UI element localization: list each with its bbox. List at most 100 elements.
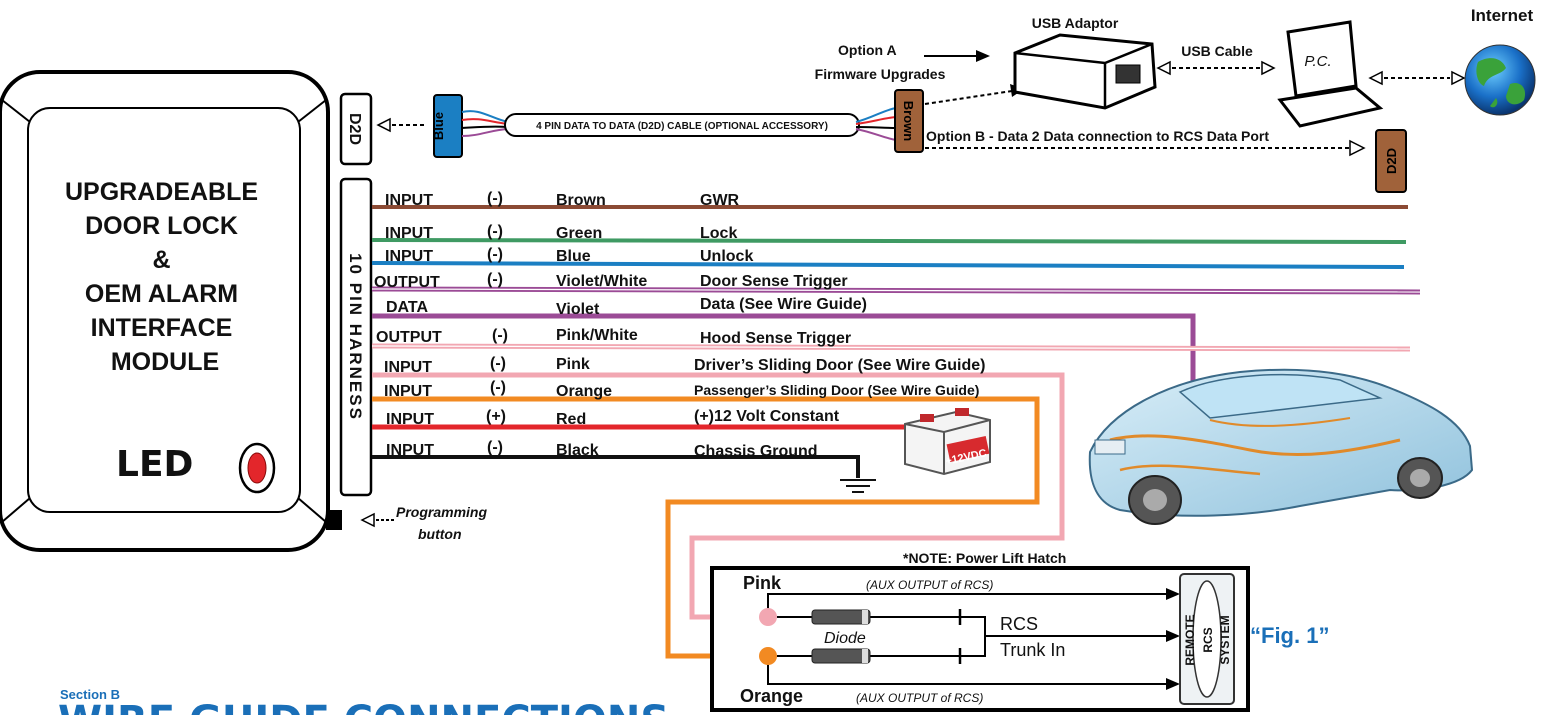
pink-junction — [759, 608, 777, 626]
wire-orange — [372, 396, 1040, 659]
wire-row-3-polarity: (-) — [487, 246, 503, 263]
programming-label-2: button — [418, 526, 462, 542]
rcs-rcs-word: RCS — [1201, 627, 1215, 652]
wire-row-8-color: Orange — [556, 383, 612, 400]
svg-text:Programming button: Programming button — [396, 504, 491, 542]
section-label: Section B — [60, 687, 120, 702]
wire-row-7-function: Driver’s Sliding Door (See Wire Guide) — [694, 357, 985, 374]
internet-label: Internet — [1471, 6, 1534, 25]
wire-row-4-polarity: (-) — [487, 271, 503, 288]
rcs-trunk-in-label: RCS Trunk In — [1000, 614, 1065, 660]
diode-label: Diode — [824, 630, 866, 647]
fig-label: “Fig. 1” — [1250, 623, 1329, 648]
pc-laptop-icon: P.C. — [1277, 20, 1384, 128]
wire-violet-white — [371, 286, 1421, 295]
power-lift-hatch-note: *NOTE: Power Lift Hatch Pink Orange (AUX… — [710, 550, 1329, 712]
note-orange-label: Orange — [740, 686, 803, 706]
rcs-d2d-port — [1375, 129, 1407, 193]
wire-green — [371, 238, 1407, 244]
wire-violet — [372, 313, 1196, 390]
wire-black — [372, 455, 860, 478]
harness-connector: 10 PIN HARNESS — [339, 177, 373, 497]
module-title: UPGRADEABLE DOOR LOCK & OEM ALARM INTERF… — [65, 178, 265, 376]
wire-row-9-color: Red — [556, 411, 586, 428]
wire-runs — [371, 205, 1421, 659]
wire-row-7-type: INPUT — [384, 359, 432, 376]
rcs-d2d-label: D2D — [1384, 148, 1399, 174]
cable-right-connector — [894, 89, 924, 153]
usb-adaptor-label: USB Adaptor — [1032, 15, 1119, 31]
wire-row-6-type: OUTPUT — [376, 329, 442, 346]
wire-row-9-polarity: (+) — [486, 408, 506, 425]
wire-row-4-color: Violet/White — [556, 273, 647, 290]
wire-row-6-color: Pink/White — [556, 327, 638, 344]
rcs-system-word: SYSTEM — [1218, 615, 1232, 664]
globe-icon — [1464, 44, 1536, 116]
section-title: WIRE GUIDE CONNECTIONS — [58, 698, 669, 715]
programming-button-callout: Programming button — [360, 504, 491, 542]
wire-row-10-type: INPUT — [386, 442, 434, 459]
wire-pink-white — [371, 343, 1411, 352]
wire-row-3-type: INPUT — [385, 248, 433, 265]
cable-left-connector — [433, 94, 463, 158]
wire-row-5-type: DATA — [386, 299, 429, 316]
wire-row-2-color: Green — [556, 225, 602, 242]
wire-pink — [372, 372, 1065, 620]
wire-row-8-polarity: (-) — [490, 379, 506, 396]
harness-label: 10 PIN HARNESS — [346, 253, 365, 421]
wire-row-9-type: INPUT — [386, 411, 434, 428]
ground-icon — [840, 479, 876, 493]
note-aux-top: (AUX OUTPUT of RCS) — [866, 578, 993, 592]
d2d-cable: Blue 4 PIN DATA TO DATA (D2D) CABLE (OPT… — [376, 89, 924, 158]
wire-row-5-color: Violet — [556, 301, 600, 318]
led-label: LED — [116, 444, 193, 485]
wire-row-3-function: Unlock — [700, 248, 753, 265]
usb-adaptor-icon — [1013, 33, 1157, 110]
wire-row-2-type: INPUT — [385, 225, 433, 242]
wire-row-6-function: Hood Sense Trigger — [700, 330, 851, 347]
wire-row-10-color: Black — [556, 442, 599, 459]
rcs-remote-word: REMOTE — [1183, 614, 1197, 665]
option-b-label: Option B - Data 2 Data connection to RCS… — [926, 128, 1269, 144]
wire-row-7-polarity: (-) — [490, 355, 506, 372]
wire-row-1-polarity: (-) — [487, 190, 503, 207]
wire-row-8-type: INPUT — [384, 383, 432, 400]
wire-row-9-function: (+)12 Volt Constant — [694, 408, 840, 425]
wire-labels: INPUT (-) Brown GWR INPUT (-) Green Lock… — [374, 190, 985, 460]
cable-left-connector-label: Blue — [431, 112, 446, 140]
programming-button[interactable] — [326, 510, 342, 530]
led-indicator — [238, 442, 276, 494]
cable-right-connector-label: Brown — [901, 101, 916, 142]
note-title: *NOTE: Power Lift Hatch — [903, 550, 1066, 566]
wire-row-1-type: INPUT — [385, 192, 433, 209]
pc-label: P.C. — [1304, 53, 1331, 70]
module-d2d-port: D2D — [339, 92, 373, 166]
wire-row-7-color: Pink — [556, 356, 590, 373]
wire-row-3-color: Blue — [556, 248, 591, 265]
option-a-label: Option A Firmware Upgrades — [815, 42, 946, 82]
wire-row-1-color: Brown — [556, 192, 606, 209]
wire-row-6-polarity: (-) — [492, 327, 508, 344]
orange-junction — [759, 647, 777, 665]
wire-row-8-function: Passenger’s Sliding Door (See Wire Guide… — [694, 382, 979, 398]
rcs-system-unit: REMOTE RCS SYSTEM — [1179, 573, 1235, 705]
car-illustration — [1088, 368, 1474, 525]
battery-icon: +12VDC — [904, 408, 991, 476]
wire-row-1-function: GWR — [700, 192, 740, 209]
programming-label-1: Programming — [396, 504, 487, 520]
wire-row-2-function: Lock — [700, 225, 737, 242]
wire-row-4-type: OUTPUT — [374, 274, 440, 291]
wire-row-5-function: Data (See Wire Guide) — [700, 296, 867, 313]
note-pink-label: Pink — [743, 573, 782, 593]
wire-row-2-polarity: (-) — [487, 223, 503, 240]
wire-row-4-function: Door Sense Trigger — [700, 273, 848, 290]
wire-row-10-polarity: (-) — [487, 439, 503, 456]
wire-blue — [371, 261, 1405, 269]
module-d2d-label: D2D — [346, 113, 363, 145]
note-aux-bottom: (AUX OUTPUT of RCS) — [856, 691, 983, 705]
wire-row-10-function: Chassis Ground — [694, 443, 818, 460]
upgrade-path: Option A Firmware Upgrades USB Adaptor U… — [815, 6, 1536, 193]
cable-label: 4 PIN DATA TO DATA (D2D) CABLE (OPTIONAL… — [536, 121, 828, 132]
usb-cable-label: USB Cable — [1181, 43, 1253, 59]
